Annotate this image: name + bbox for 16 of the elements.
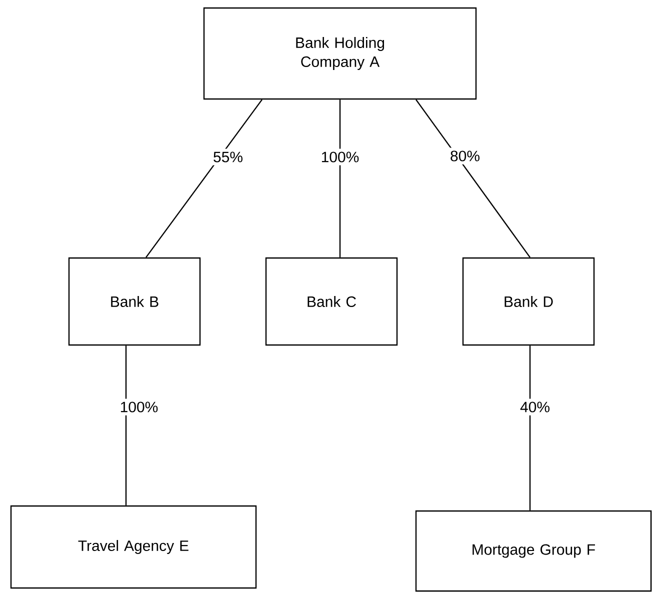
connector-line: [529, 346, 531, 510]
percentage-label: 100%: [116, 398, 162, 416]
entity-box: Bank C: [265, 257, 398, 346]
percentage-label: 55%: [210, 148, 246, 166]
percentage-label: 80%: [447, 148, 484, 164]
connector-line: [416, 99, 530, 258]
entity-box: Bank D: [462, 257, 595, 346]
connector-line: [339, 100, 341, 258]
connector-line: [146, 99, 262, 258]
connector-line: [125, 346, 127, 506]
entity-box: Travel Agency E: [10, 505, 257, 589]
percentage-label: 40%: [517, 398, 554, 416]
percentage-label: 100%: [318, 148, 362, 166]
entity-box: Bank B: [68, 257, 201, 346]
entity-box: Mortgage Group F: [415, 510, 652, 592]
entity-box: Bank Holding Company A: [203, 7, 477, 100]
